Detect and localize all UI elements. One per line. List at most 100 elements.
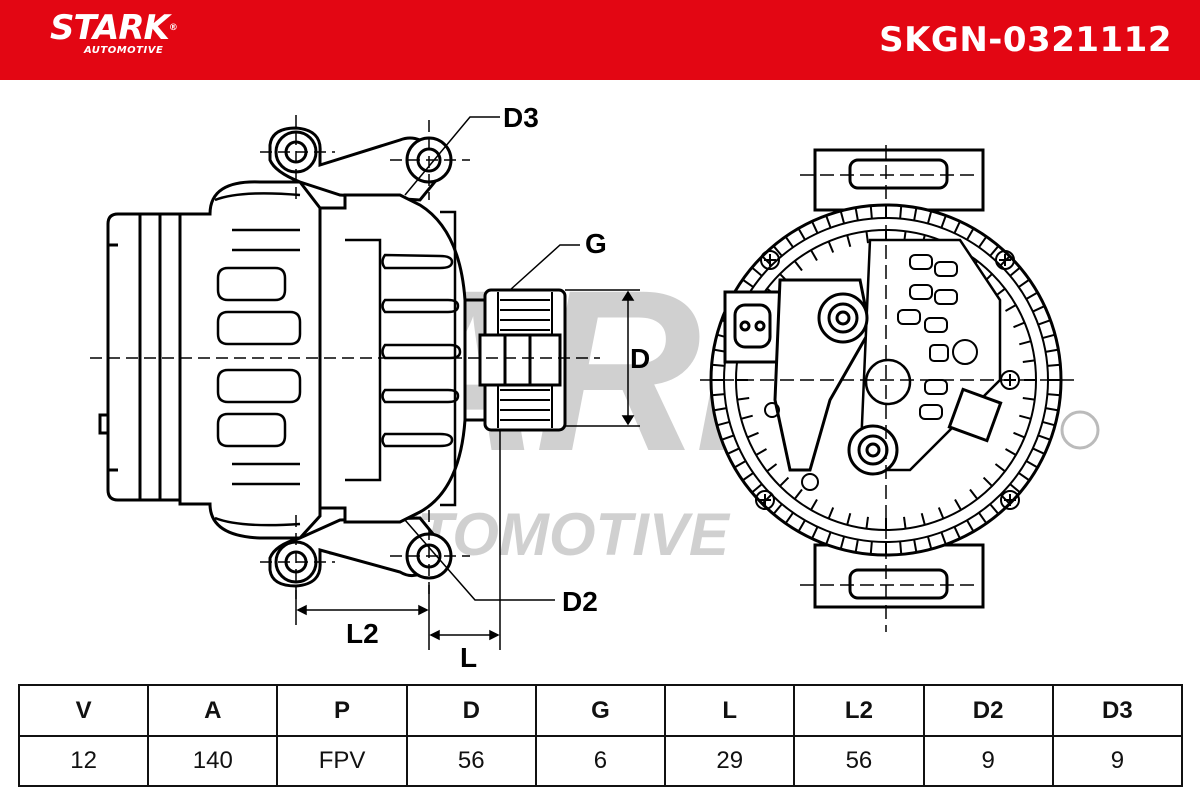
cooling-rib bbox=[811, 526, 819, 540]
specs-value-v: 12 bbox=[17, 735, 150, 787]
inner-vent-slot bbox=[903, 516, 907, 529]
cooling-rib bbox=[784, 236, 794, 248]
inner-vent-slot bbox=[793, 488, 803, 500]
cooling-rib bbox=[1042, 333, 1056, 340]
cooling-rib bbox=[1045, 407, 1059, 412]
cooling-rib bbox=[1047, 363, 1061, 367]
cooling-rib bbox=[1042, 420, 1056, 427]
cooling-rib bbox=[966, 227, 975, 241]
part-number: SKGN-0321112 bbox=[879, 20, 1172, 60]
inner-vent-slot bbox=[747, 431, 759, 439]
inner-vent-slot bbox=[1022, 397, 1035, 401]
specs-header-l2: L2 bbox=[793, 684, 925, 737]
inner-vent-slot bbox=[779, 476, 790, 487]
inner-vent-slot bbox=[1019, 340, 1032, 346]
cooling-rib bbox=[772, 245, 783, 257]
cooling-rib bbox=[869, 205, 873, 219]
cooling-rib bbox=[751, 483, 763, 494]
cooling-rib bbox=[966, 519, 975, 533]
cooling-rib bbox=[1032, 447, 1046, 455]
stark-logo[interactable]: STARK® AUTOMOTIVE bbox=[50, 8, 178, 56]
inner-vent-slot bbox=[1013, 321, 1025, 329]
cooling-rib bbox=[1018, 278, 1030, 288]
cooling-rib bbox=[811, 220, 819, 234]
cooling-rib bbox=[772, 503, 783, 515]
inner-vent-slot bbox=[810, 249, 818, 261]
inner-vent-slot bbox=[994, 463, 1006, 473]
header-bar: STARK® AUTOMOTIVE SKGN-0321112 bbox=[0, 0, 1200, 80]
cooling-rib bbox=[1047, 393, 1061, 397]
cooling-rib bbox=[1037, 319, 1051, 326]
inner-vent-slot bbox=[865, 516, 869, 529]
inner-vent-slot bbox=[810, 499, 818, 511]
specs-value-d3: 9 bbox=[1051, 735, 1184, 787]
inner-vent-slot bbox=[755, 448, 767, 456]
inner-vent-slot bbox=[865, 231, 869, 244]
cooling-rib bbox=[978, 236, 988, 248]
cooling-rib bbox=[940, 215, 947, 229]
logo-brand: STARK bbox=[50, 8, 170, 48]
inner-vent-slot bbox=[1005, 448, 1017, 456]
cooling-rib bbox=[1009, 483, 1021, 494]
specs-table: V A P D G L L2 D2 D3 12 140 FPV 56 6 29 … bbox=[17, 684, 1184, 787]
cooling-rib bbox=[869, 541, 873, 555]
inner-vent-slot bbox=[827, 507, 835, 519]
label-l2: L2 bbox=[346, 618, 379, 649]
cooling-rib bbox=[953, 526, 961, 540]
cooling-rib bbox=[854, 539, 859, 553]
cooling-rib bbox=[733, 460, 747, 469]
inner-vent-slot bbox=[1013, 431, 1025, 439]
inner-vent-slot bbox=[954, 499, 962, 511]
alternator-side-view bbox=[90, 115, 600, 600]
label-d: D bbox=[630, 343, 650, 374]
specs-header-v: V bbox=[17, 684, 150, 737]
cooling-rib bbox=[1018, 472, 1030, 482]
inner-vent-slot bbox=[740, 414, 753, 420]
cooling-rib bbox=[716, 420, 730, 427]
inner-vent-slot bbox=[1022, 359, 1035, 363]
cooling-rib bbox=[913, 207, 918, 221]
cooling-rib bbox=[797, 227, 806, 241]
label-l: L bbox=[460, 642, 477, 673]
specs-header-g: G bbox=[534, 684, 667, 737]
cooling-rib bbox=[1009, 266, 1021, 277]
specs-value-a: 140 bbox=[147, 735, 279, 787]
specs-value-d2: 9 bbox=[922, 735, 1054, 787]
cooling-rib bbox=[784, 512, 794, 524]
inner-vent-slot bbox=[793, 260, 803, 272]
inner-vent-slot bbox=[1005, 304, 1017, 312]
inner-vent-slot bbox=[920, 513, 926, 526]
specs-value-d: 56 bbox=[405, 735, 537, 787]
specs-value-g: 6 bbox=[534, 735, 667, 787]
cooling-rib bbox=[989, 503, 1000, 515]
cooling-rib bbox=[940, 531, 947, 545]
cooling-rib bbox=[711, 393, 725, 397]
cooling-rib bbox=[839, 536, 846, 550]
alternator-drawing: STARK AUTOMOTIVE bbox=[90, 102, 1100, 673]
inner-vent-slot bbox=[982, 476, 993, 487]
specs-value-l: 29 bbox=[664, 735, 796, 787]
cooling-rib bbox=[839, 210, 846, 224]
cooling-rib bbox=[713, 407, 727, 412]
specs-header-row: V A P D G L L2 D2 D3 bbox=[17, 684, 1184, 737]
label-d2: D2 bbox=[562, 586, 598, 617]
inner-vent-slot bbox=[846, 513, 852, 526]
specs-header-p: P bbox=[276, 684, 408, 737]
cooling-rib bbox=[854, 207, 859, 221]
cooling-rib bbox=[899, 541, 903, 555]
cooling-rib bbox=[711, 363, 725, 367]
inner-vent-slot bbox=[737, 397, 750, 401]
inner-vent-slot bbox=[969, 488, 979, 500]
cooling-rib bbox=[989, 245, 1000, 257]
cooling-rib bbox=[726, 447, 740, 455]
label-d3: D3 bbox=[503, 102, 539, 133]
alternator-rear-view bbox=[700, 145, 1075, 632]
logo-registered-mark: ® bbox=[168, 23, 178, 33]
cooling-rib bbox=[953, 220, 961, 234]
technical-drawing: STARK AUTOMOTIVE bbox=[0, 80, 1200, 680]
specs-value-p: FPV bbox=[276, 735, 408, 787]
cooling-rib bbox=[926, 536, 933, 550]
specs-header-a: A bbox=[147, 684, 279, 737]
cooling-rib bbox=[913, 539, 918, 553]
logo-subtitle: AUTOMOTIVE bbox=[84, 45, 164, 56]
